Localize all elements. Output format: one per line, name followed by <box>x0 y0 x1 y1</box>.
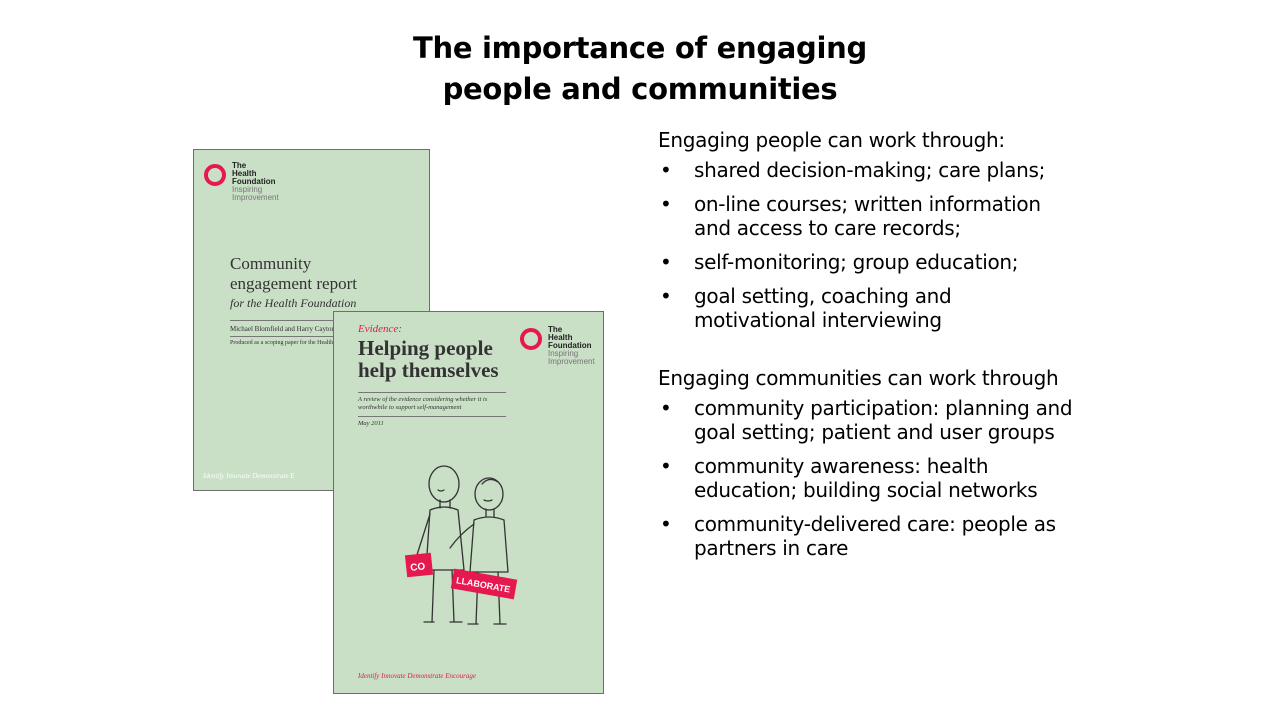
people-bullet-list: shared decision-making; care plans; on-l… <box>658 158 1078 332</box>
people-intro: Engaging people can work through: <box>658 128 1005 152</box>
cover-title: Community engagement report <box>230 254 357 293</box>
cover-footer: Identify Innovate Demonstrate E <box>203 472 295 480</box>
logo-line: Improvement <box>232 193 279 202</box>
divider <box>230 320 429 321</box>
list-item: goal setting, coaching and motivational … <box>658 284 1078 332</box>
divider <box>358 392 506 393</box>
health-foundation-logo: The Health Foundation Inspiring Improvem… <box>520 326 595 366</box>
logo-line: Foundation <box>232 177 276 186</box>
sign-left-text: CO <box>410 561 426 574</box>
list-item: on-line courses; written information and… <box>658 192 1078 240</box>
list-item: self-monitoring; group education; <box>658 250 1078 274</box>
logo-line: The <box>232 161 247 170</box>
logo-line: Foundation <box>548 341 592 350</box>
health-foundation-logo: The Health Foundation Inspiring Improvem… <box>204 162 279 202</box>
logo-ring-icon <box>204 164 226 186</box>
cover-title: Helping people help themselves <box>358 336 499 382</box>
divider <box>230 336 429 337</box>
communities-bullet-list: community participation: planning and go… <box>658 396 1078 560</box>
logo-line: Inspiring <box>548 349 579 358</box>
divider <box>358 416 506 417</box>
logo-line: Health <box>232 169 257 178</box>
two-people-collaborate-illustration: CO LLABORATE <box>404 465 518 625</box>
slide-content: Engaging people can work through: shared… <box>658 128 1078 570</box>
list-item: shared decision-making; care plans; <box>658 158 1078 182</box>
title-line-1: The importance of engaging <box>413 31 867 65</box>
cover-subtitle: for the Health Foundation <box>230 296 357 310</box>
logo-line: Improvement <box>548 357 595 366</box>
cover-date: May 2011 <box>358 420 384 427</box>
logo-line: Health <box>548 333 573 342</box>
title-line-2: people and communities <box>442 72 838 106</box>
list-item: community awareness: health education; b… <box>658 454 1078 502</box>
slide-title: The importance of engaging people and co… <box>0 28 1280 110</box>
cover-description: A review of the evidence considering whe… <box>358 396 488 411</box>
logo-line: The <box>548 325 563 334</box>
helping-people-report-cover: Evidence: Helping people help themselves… <box>333 311 604 694</box>
cover-footer: Identify Innovate Demonstrate Encourage <box>358 672 476 680</box>
logo-ring-icon <box>520 328 542 350</box>
list-item: community participation: planning and go… <box>658 396 1078 444</box>
evidence-label: Evidence: <box>358 323 402 335</box>
cover-authors: Michael Blomfield and Harry Cayton <box>230 325 335 333</box>
communities-intro: Engaging communities can work through <box>658 366 1059 390</box>
list-item: community-delivered care: people as part… <box>658 512 1078 560</box>
logo-line: Inspiring <box>232 185 263 194</box>
cover-note: Produced as a scoping paper for the Heal… <box>230 340 362 346</box>
